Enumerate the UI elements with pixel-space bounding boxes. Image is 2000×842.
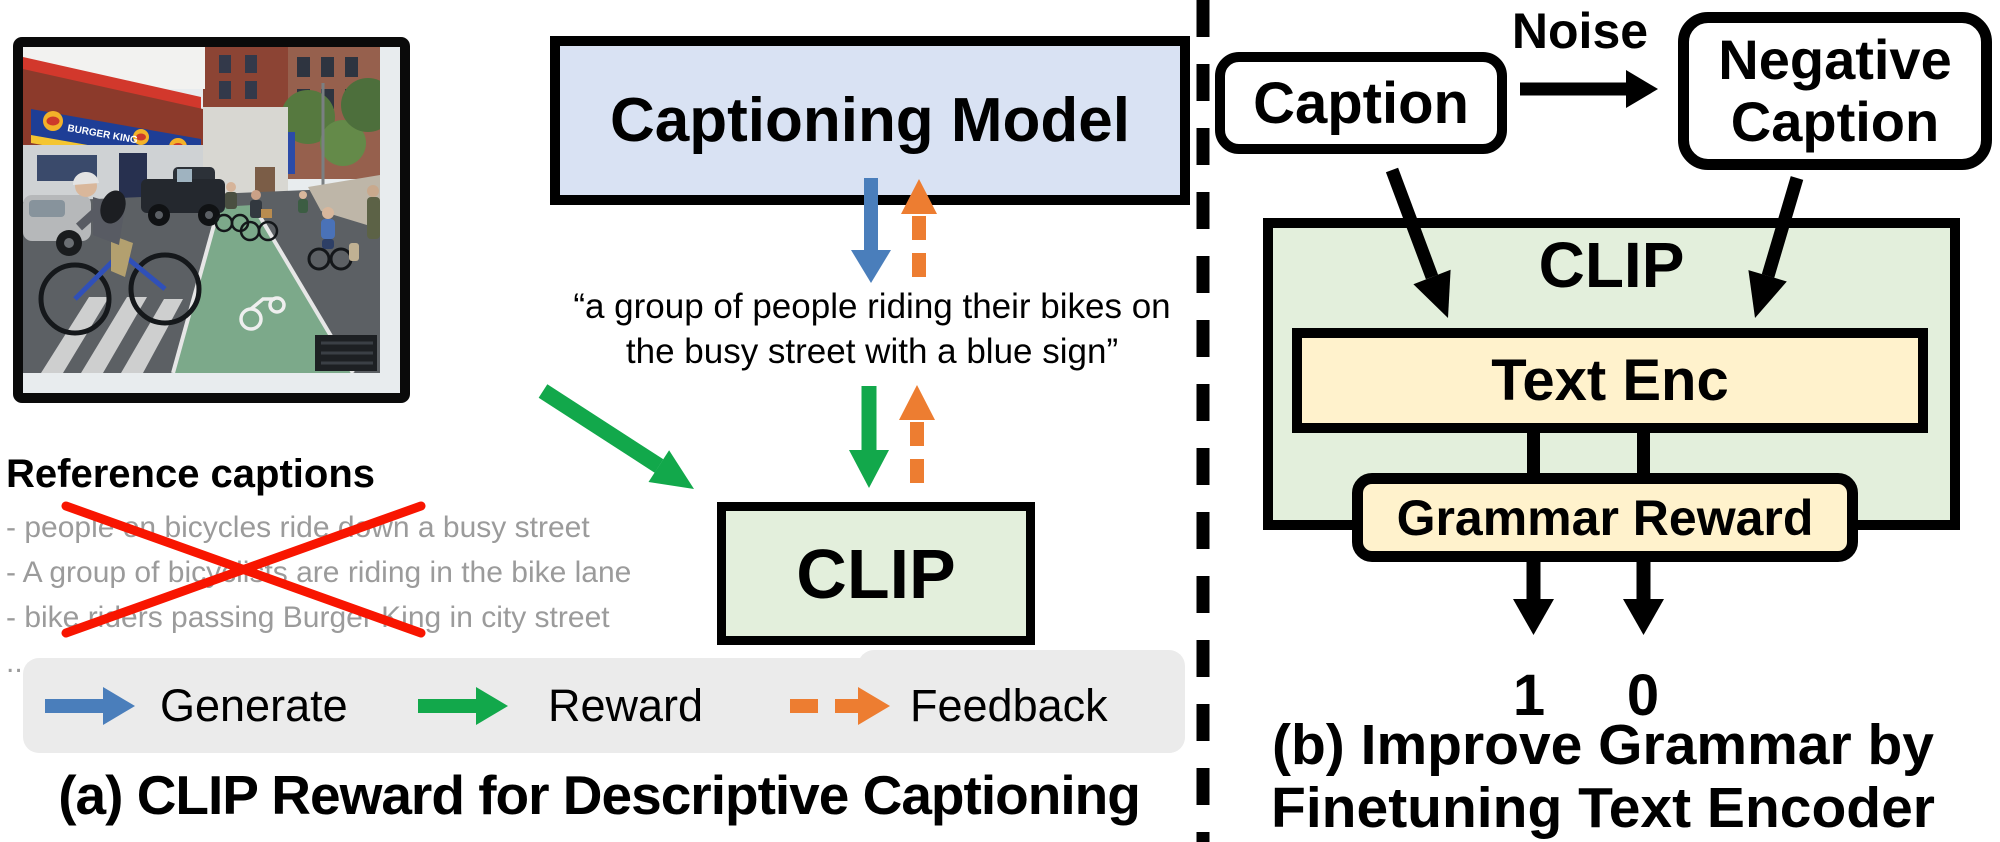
street-photo-art: BURGER KING [23, 47, 395, 375]
clip-label-b: CLIP [1538, 229, 1685, 301]
noise-label: Noise [1511, 3, 1649, 59]
panel-a-caption: (a) CLIP Reward for Descriptive Captioni… [58, 764, 1141, 826]
legend-reward-label: Reward [548, 680, 704, 731]
text-encoder-box: Text Enc [1292, 328, 1928, 433]
image-reward-arrow-diagonal [538, 384, 694, 489]
grammar-reward-label: Grammar Reward [1396, 489, 1814, 546]
output-value-negative: 0 [1626, 663, 1660, 728]
panel-b-caption: (b) Improve Grammar by Finetuning Text E… [1271, 713, 1935, 840]
noise-arrow [1520, 70, 1658, 108]
clip-box-a: CLIP [717, 502, 1035, 645]
negative-caption-box: Negative Caption [1678, 12, 1992, 170]
captioning-model-box: Captioning Model [550, 36, 1190, 205]
reference-captions-title: Reference captions [6, 452, 376, 496]
legend-background [23, 658, 1185, 753]
legend-feedback-label: Feedback [910, 680, 1108, 731]
output-value-positive: 1 [1512, 663, 1546, 728]
grammar-output-arrow-right [1623, 562, 1664, 635]
reference-caption-item: - A group of bicyclists are riding in th… [6, 556, 632, 589]
grammar-output-arrow-left [1513, 562, 1554, 635]
legend-generate-label: Generate [160, 680, 348, 731]
caption-box-label: Caption [1253, 70, 1469, 136]
grammar-reward-box: Grammar Reward [1352, 473, 1858, 562]
caption-box: Caption [1215, 52, 1507, 154]
reference-caption-item: - bike riders passing Burger King in cit… [6, 601, 610, 634]
captioning-model-label: Captioning Model [609, 86, 1131, 155]
reference-caption-item: .. [6, 646, 23, 679]
feedback-arrow-up-bottom [899, 385, 935, 486]
reference-caption-item: - people on bicycles ride down a busy st… [6, 511, 590, 544]
generated-caption-text: “a group of people riding their bikes on… [573, 287, 1171, 371]
text-encoder-label: Text Enc [1491, 348, 1729, 413]
street-photo: BURGER KING [13, 37, 410, 403]
clip-label-a: CLIP [796, 534, 956, 613]
reward-arrow-down [849, 386, 889, 488]
negative-caption-label: Negative Caption [1718, 28, 1952, 153]
